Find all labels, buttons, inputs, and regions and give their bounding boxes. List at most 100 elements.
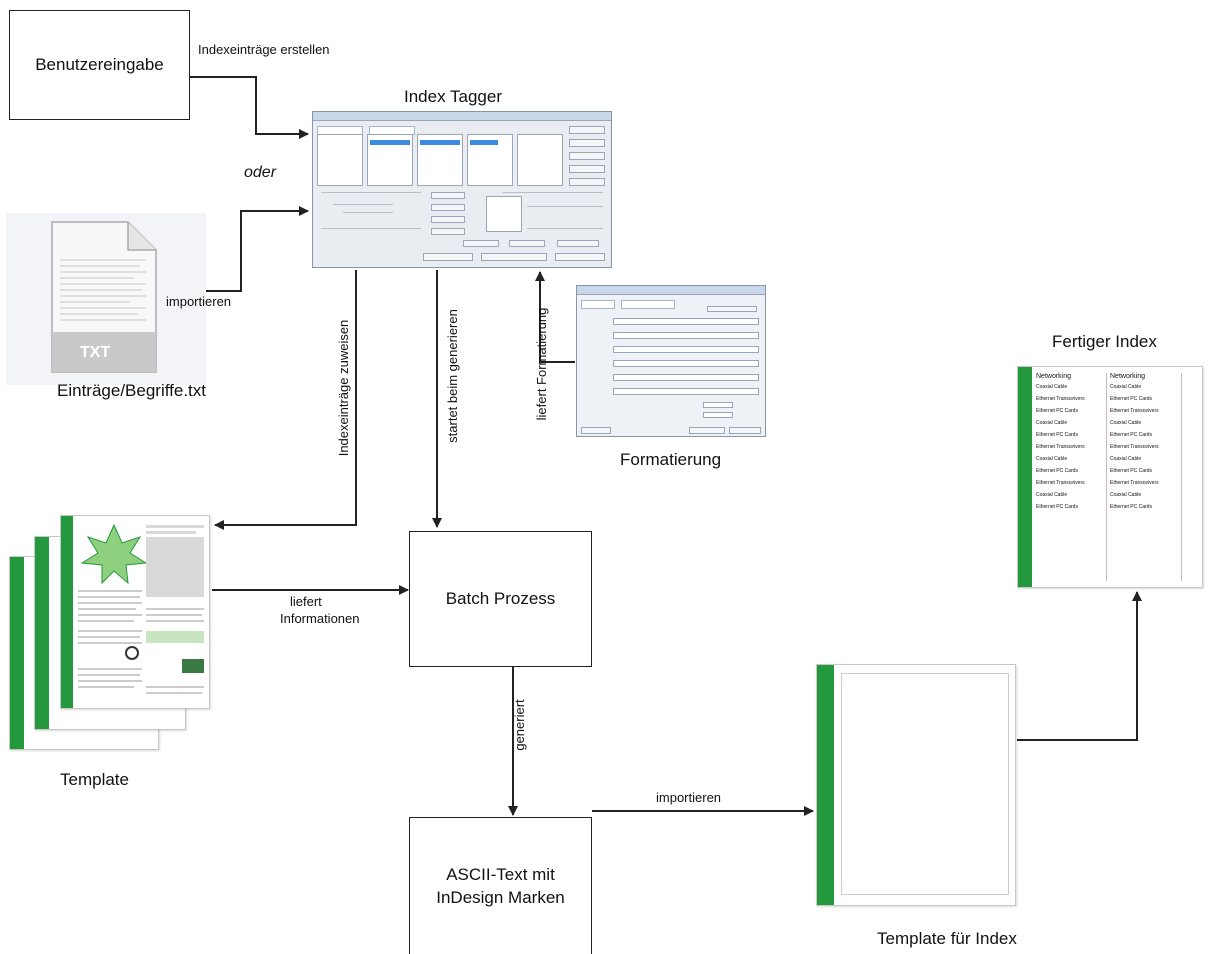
window-tab-1[interactable]: [581, 300, 615, 309]
finished-index-title: Fertiger Index: [1052, 332, 1157, 351]
index-entry: Ethernet Transceivers: [1036, 444, 1085, 450]
edge-label-import-ascii: importieren: [656, 790, 722, 805]
index-entry: Ethernet Transceivers: [1036, 396, 1085, 402]
template-for-index-page: [816, 664, 1016, 906]
tagger-list-selection: [370, 140, 410, 145]
formatting-caption: Formatierung: [620, 450, 722, 469]
tagger-button[interactable]: [557, 240, 599, 247]
edge-label-assign-entries: Indexeinträge zuweisen: [336, 319, 351, 457]
txt-icon-label: TXT: [80, 344, 111, 361]
index-entry: Ethernet PC Cards: [1110, 432, 1152, 438]
edge-label-or: oder: [244, 164, 277, 181]
index-entry: Coaxial Cable: [1110, 492, 1142, 498]
formatting-field[interactable]: [613, 388, 759, 395]
formatting-field[interactable]: [613, 318, 759, 325]
page-green-bar: [1018, 367, 1032, 587]
tagger-divider: [503, 192, 603, 193]
index-column-right: Networking Coaxial Cable Ethernet PC Car…: [1110, 373, 1178, 513]
txt-file-icon: [51, 221, 157, 373]
tagger-list-level-2[interactable]: [417, 134, 463, 186]
node-ascii-text-line2: InDesign Marken: [436, 888, 565, 907]
arrow-tagger-to-template: [214, 270, 357, 530]
index-entry: Coaxial Cable: [1036, 456, 1068, 462]
template-for-index-caption: Template für Index: [877, 929, 1017, 948]
edge-label-delivers-info-2: Informationen: [280, 611, 360, 626]
edge-label-delivers-info-1: liefert: [290, 594, 322, 609]
formatting-button[interactable]: [729, 427, 761, 434]
tagger-button[interactable]: [555, 253, 605, 261]
window-tabs: [581, 296, 677, 309]
index-entry: Ethernet PC Cards: [1036, 468, 1078, 474]
tagger-list-level-4[interactable]: [517, 134, 563, 186]
tagger-button[interactable]: [431, 228, 465, 235]
edge-label-generates: generiert: [512, 699, 527, 751]
tagger-button[interactable]: [509, 240, 545, 247]
index-entry: Ethernet Transceivers: [1036, 480, 1085, 486]
index-column-divider: [1106, 373, 1107, 581]
window-tabs: [317, 122, 417, 135]
index-column-divider: [1181, 373, 1182, 581]
formatting-window: [576, 285, 766, 437]
finished-index-page: Networking Coaxial Cable Ethernet Transc…: [1017, 366, 1203, 588]
edge-label-start-generation: startet beim generieren: [445, 309, 460, 443]
index-tagger-title: Index Tagger: [404, 87, 502, 106]
index-entry: Ethernet PC Cards: [1110, 504, 1152, 510]
tagger-list-selection: [420, 140, 460, 145]
index-entry: Coaxial Cable: [1036, 492, 1068, 498]
formatting-button[interactable]: [581, 427, 611, 434]
tagger-list-level-1[interactable]: [367, 134, 413, 186]
tagger-divider: [527, 206, 603, 207]
formatting-dropdown[interactable]: [707, 306, 757, 312]
tagger-button[interactable]: [423, 253, 473, 261]
arrow-formatting-to-tagger: [535, 271, 575, 363]
tagger-divider: [343, 212, 393, 213]
tagger-button[interactable]: [569, 165, 605, 173]
tagger-list-main[interactable]: [317, 134, 363, 186]
tagger-divider: [333, 204, 393, 205]
tagger-button[interactable]: [431, 204, 465, 211]
window-titlebar: [577, 286, 765, 295]
arrow-template-index-to-final: [1017, 591, 1142, 741]
index-entry: Ethernet Transceivers: [1110, 408, 1159, 414]
tagger-divider: [527, 228, 603, 229]
formatting-field[interactable]: [613, 332, 759, 339]
node-batch-process: Batch Prozess: [409, 531, 592, 667]
tagger-list-level-3[interactable]: [467, 134, 513, 186]
index-entry: Ethernet PC Cards: [1110, 468, 1152, 474]
page-green-bar: [817, 665, 834, 905]
page-green-bar: [10, 557, 24, 749]
tagger-button[interactable]: [569, 178, 605, 186]
formatting-field[interactable]: [703, 402, 733, 408]
index-column-left: Networking Coaxial Cable Ethernet Transc…: [1036, 373, 1104, 513]
tagger-button[interactable]: [481, 253, 547, 261]
node-ascii-text-line1: ASCII-Text mit: [446, 865, 555, 884]
template-page-front: [60, 515, 210, 709]
index-entry: Coaxial Cable: [1036, 384, 1068, 390]
tagger-button[interactable]: [463, 240, 499, 247]
tagger-divider: [321, 192, 421, 193]
tagger-button[interactable]: [431, 216, 465, 223]
node-batch-process-label: Batch Prozess: [445, 589, 556, 608]
txt-file-name: Einträge/Begriffe.txt: [57, 381, 206, 400]
window-tab-2[interactable]: [621, 300, 676, 309]
edge-label-create-entries: Indexeinträge erstellen: [198, 42, 330, 57]
formatting-field[interactable]: [613, 346, 759, 353]
formatting-field[interactable]: [613, 374, 759, 381]
index-entry: Ethernet Transceivers: [1110, 480, 1159, 486]
formatting-field[interactable]: [613, 360, 759, 367]
tagger-button[interactable]: [569, 139, 605, 147]
tagger-list-catalog[interactable]: [486, 196, 522, 232]
tagger-button[interactable]: [569, 152, 605, 160]
tagger-button[interactable]: [569, 126, 605, 134]
index-entry: Ethernet Transceivers: [1110, 444, 1159, 450]
index-tagger-window: [312, 111, 612, 268]
formatting-button[interactable]: [689, 427, 725, 434]
tagger-button[interactable]: [431, 192, 465, 199]
edge-label-import-txt: importieren: [166, 294, 232, 309]
formatting-field[interactable]: [703, 412, 733, 418]
page-margin-guide: [841, 673, 1009, 895]
tagger-divider: [321, 228, 421, 229]
edge-label-delivers-formatting: liefert Formatierung: [534, 307, 549, 421]
template-caption: Template: [60, 770, 129, 789]
index-entry: Coaxial Cable: [1110, 456, 1142, 462]
